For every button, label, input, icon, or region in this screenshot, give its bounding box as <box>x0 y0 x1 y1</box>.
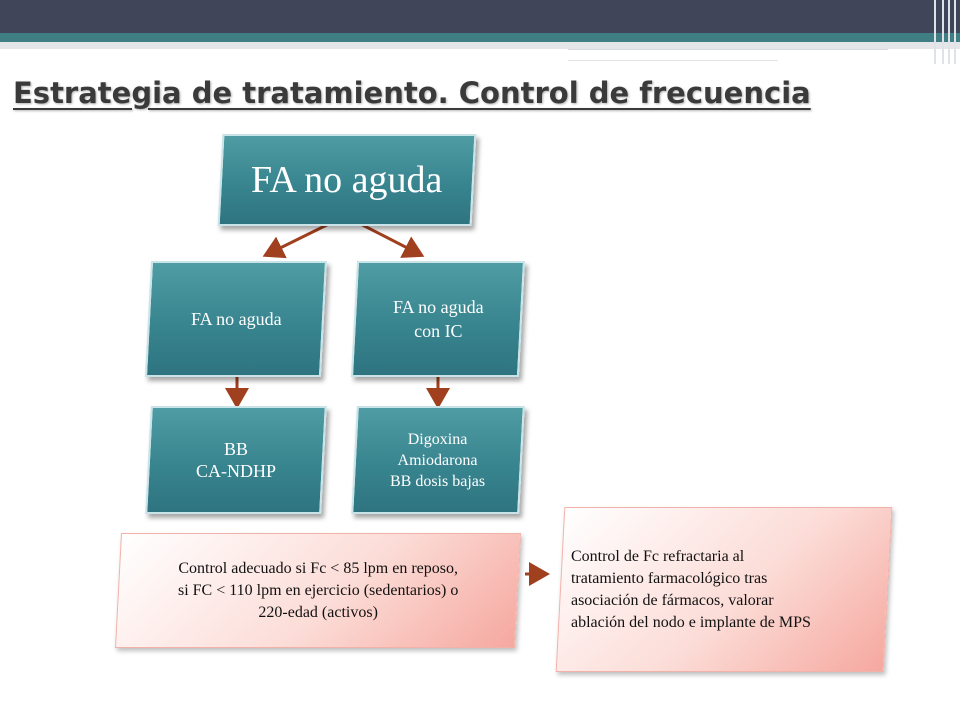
note-refractaria: Control de Fc refractaria al tratamiento… <box>555 507 893 672</box>
node-left: FA no aguda <box>144 261 328 377</box>
node-left-treatment-line2: CA-NDHP <box>195 461 276 481</box>
header-decor-line <box>568 49 888 53</box>
header-decor-line-short <box>568 60 778 64</box>
node-right-treatment-line2: Amiodarona <box>398 451 478 469</box>
note-refractaria-line2: tratamiento farmacológico tras <box>571 569 768 587</box>
note-control-line3: 220-edad (activos) <box>258 603 378 621</box>
node-right: FA no aguda con IC <box>350 261 526 377</box>
note-control-line1: Control adecuado si Fc < 85 lpm en repos… <box>178 559 458 577</box>
note-refractaria-line4: ablación del nodo e implante de MPS <box>571 613 811 631</box>
node-right-treatment-line3: BB dosis bajas <box>390 472 486 490</box>
node-left-label: FA no aguda <box>190 308 282 329</box>
header-divider <box>0 42 960 49</box>
note-control-line2: si FC < 110 lpm en ejercicio (sedentario… <box>177 581 459 599</box>
page-title: Estrategia de tratamiento. Control de fr… <box>13 76 811 110</box>
note-control-adecuado: Control adecuado si Fc < 85 lpm en repos… <box>114 533 522 648</box>
node-root: FA no aguda <box>217 134 477 226</box>
note-refractaria-line1: Control de Fc refractaria al <box>571 547 745 565</box>
header-bar <box>0 0 960 33</box>
node-right-treatment: Digoxina Amiodarona BB dosis bajas <box>351 406 525 514</box>
note-refractaria-line3: asociación de fármacos, valorar <box>571 591 774 609</box>
header-accent-line <box>0 33 960 42</box>
node-right-label-line1: FA no aguda <box>392 297 484 317</box>
node-right-label-line2: con IC <box>413 321 463 341</box>
header-decor-stripes <box>928 0 960 64</box>
node-root-label: FA no aguda <box>251 159 443 201</box>
node-right-treatment-line1: Digoxina <box>408 430 468 448</box>
node-left-treatment: BB CA-NDHP <box>145 406 327 514</box>
node-left-treatment-line1: BB <box>223 439 248 459</box>
